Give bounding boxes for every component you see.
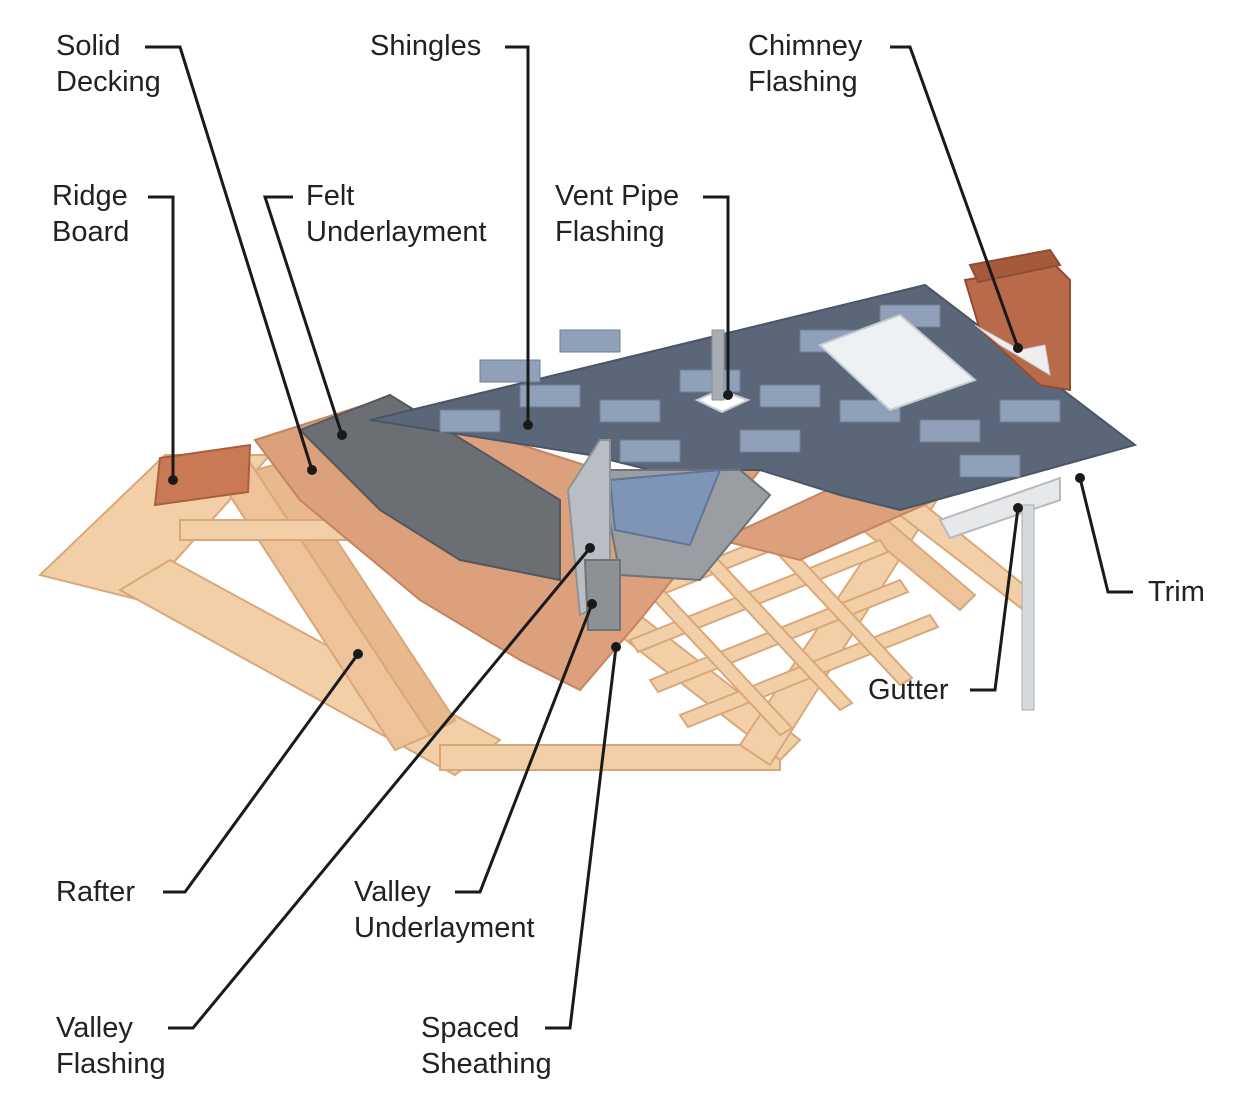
label-ridge-board: Ridge Board <box>52 180 130 248</box>
label-shingles: Shingles <box>370 30 482 62</box>
leader-lines <box>145 45 1133 1030</box>
label-gutter: Gutter <box>868 674 949 706</box>
leader-chimney-flashing <box>890 45 1020 349</box>
leader-shingles <box>505 45 530 425</box>
leader-solid-decking <box>145 45 314 471</box>
leader-gutter <box>970 507 1020 692</box>
leader-dots <box>168 343 1085 659</box>
leader-valley-flashing <box>168 547 592 1030</box>
label-valley-flashing: Valley Flashing <box>56 1012 166 1080</box>
label-trim: Trim <box>1148 576 1205 608</box>
label-spaced-sheathing: Spaced Sheathing <box>421 1012 552 1080</box>
leader-trim <box>1078 477 1133 594</box>
shingle-layer <box>298 283 1138 582</box>
leader-valley-underlayment <box>455 603 594 894</box>
gutter-system <box>938 476 1061 711</box>
label-felt-underlayment: Felt Underlayment <box>306 180 487 248</box>
leader-felt-underlayment <box>262 195 344 436</box>
label-solid-decking: Solid Decking <box>56 30 161 98</box>
leader-vent-pipe-flashing <box>703 195 730 395</box>
leader-rafter <box>163 653 360 894</box>
label-vent-pipe-flashing: Vent Pipe Flashing <box>555 180 680 248</box>
leader-ridge-board <box>148 195 175 480</box>
label-rafter: Rafter <box>56 876 135 908</box>
label-chimney-flashing: Chimney Flashing <box>748 30 863 98</box>
leader-spaced-sheathing <box>545 646 618 1030</box>
label-valley-underlayment: Valley Underlayment <box>354 876 535 944</box>
